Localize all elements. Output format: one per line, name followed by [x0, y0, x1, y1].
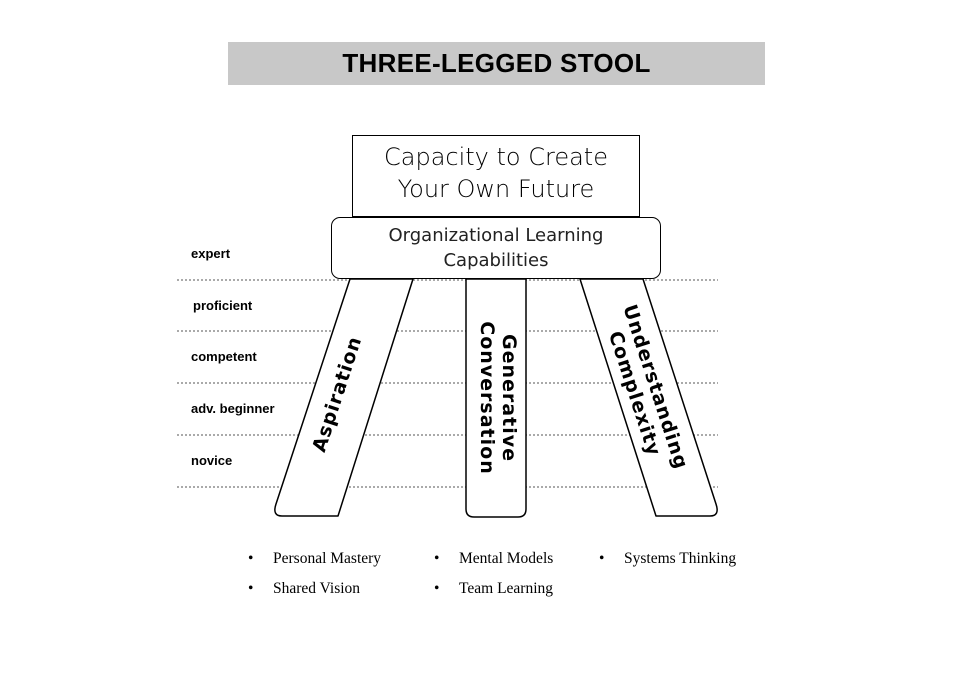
capacity-line-2: Your Own Future [397, 175, 595, 203]
bullet-column-2: Mental Models Team Learning [434, 548, 553, 608]
capacity-box: Capacity to Create Your Own Future [352, 135, 640, 217]
bullet-column-3: Systems Thinking [599, 548, 736, 578]
capacity-line-1: Capacity to Create [384, 143, 608, 171]
leg-middle-label-2: Conversation [476, 321, 498, 474]
level-competent: competent [191, 349, 257, 364]
stool-seat: Organizational Learning Capabilities [331, 217, 661, 279]
leg-middle-label-1: Generative [498, 334, 520, 462]
leg-left [274, 278, 414, 517]
bullet-item: Personal Mastery [248, 548, 381, 578]
title-bar: THREE-LEGGED STOOL [228, 42, 765, 85]
bullet-item: Shared Vision [248, 578, 381, 608]
seat-line-1: Organizational Learning [388, 225, 604, 246]
seat-line-2: Capabilities [443, 250, 549, 271]
leg-right [579, 278, 718, 517]
level-adv-beginner: adv. beginner [191, 401, 275, 416]
level-proficient: proficient [193, 298, 253, 313]
level-expert: expert [191, 246, 231, 261]
bullet-item: Team Learning [434, 578, 553, 608]
diagram-title: THREE-LEGGED STOOL [342, 48, 651, 78]
leg-middle [465, 278, 527, 518]
bullet-item: Mental Models [434, 548, 553, 578]
bullet-item: Systems Thinking [599, 548, 736, 578]
bullet-column-1: Personal Mastery Shared Vision [248, 548, 381, 608]
level-novice: novice [191, 453, 233, 468]
